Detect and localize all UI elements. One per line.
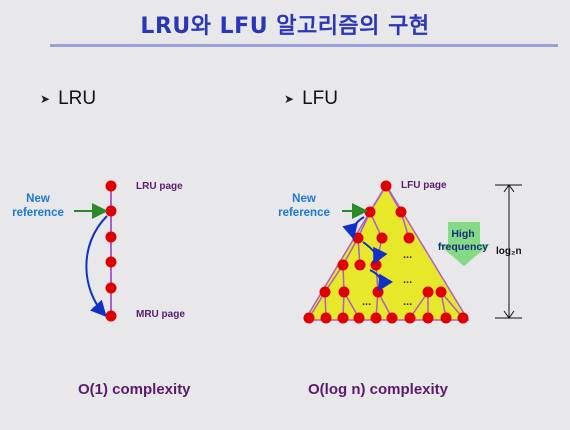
lru-complexity: O(1) complexity xyxy=(78,381,191,398)
lfu-complexity: O(log n) complexity xyxy=(308,381,449,398)
heap-node xyxy=(404,312,416,324)
heap-node xyxy=(364,206,376,218)
arrow-bullet-icon: ➤ xyxy=(40,92,51,106)
heap-node xyxy=(435,286,447,298)
heap-node xyxy=(337,259,349,271)
arrow-bullet-icon: ➤ xyxy=(284,92,295,106)
heap-nodes xyxy=(303,180,469,324)
high-frequency-arrow-icon xyxy=(438,222,490,266)
heap-node xyxy=(319,286,331,298)
lfu-new-reference-label: New reference xyxy=(278,193,330,219)
heap-node xyxy=(403,232,415,244)
lfu-heading-text: LFU xyxy=(302,88,338,109)
title-underline xyxy=(50,44,558,47)
lfu-heading: ➤ LFU xyxy=(284,88,338,110)
heap-node xyxy=(457,312,469,324)
slide-title: LRU와 LFU 알고리즘의 구현 xyxy=(140,14,430,39)
heap-node xyxy=(386,312,398,324)
lru-move-to-mru-arrow xyxy=(85,215,108,317)
heap-node xyxy=(354,259,366,271)
lfu-swap-arrow xyxy=(342,216,365,240)
high-frequency-label: High frequency xyxy=(437,228,489,253)
heap-ellipsis: ... xyxy=(403,274,412,286)
lru-heading-text: LRU xyxy=(58,88,97,109)
heap-ellipsis: ... xyxy=(403,296,412,308)
heap-node xyxy=(376,232,388,244)
heap-node xyxy=(422,286,434,298)
lru-node xyxy=(105,180,117,192)
lru-new-reference-label: New reference xyxy=(12,193,64,219)
heap-node xyxy=(352,232,364,244)
heap-ellipsis: ... xyxy=(362,296,371,308)
heap-node xyxy=(353,312,365,324)
heap-node xyxy=(338,286,350,298)
lru-node xyxy=(105,282,117,294)
lru-heading: ➤ LRU xyxy=(40,88,96,110)
heap-node xyxy=(395,206,407,218)
heap-ellipsis: ... xyxy=(403,249,412,261)
lru-node xyxy=(105,310,117,322)
lfu-swap-arrow xyxy=(362,241,388,265)
lru-page-label: LRU page xyxy=(136,181,183,192)
lru-node xyxy=(105,205,117,217)
heap-node xyxy=(320,312,332,324)
heap-node xyxy=(337,312,349,324)
heap-node xyxy=(372,286,384,298)
lfu-swap-arrow xyxy=(369,269,394,292)
lru-list xyxy=(74,180,117,322)
lru-node xyxy=(105,231,117,243)
height-label: log₂n xyxy=(496,246,522,257)
mru-page-label: MRU page xyxy=(136,309,185,320)
lru-node xyxy=(105,256,117,268)
heap-node xyxy=(303,312,315,324)
lfu-heap: ... ... ... ... xyxy=(303,180,522,324)
lfu-page-label: LFU page xyxy=(401,180,447,191)
heap-node xyxy=(422,312,434,324)
heap-node xyxy=(380,180,392,192)
heap-node xyxy=(440,312,452,324)
heap-node xyxy=(370,312,382,324)
